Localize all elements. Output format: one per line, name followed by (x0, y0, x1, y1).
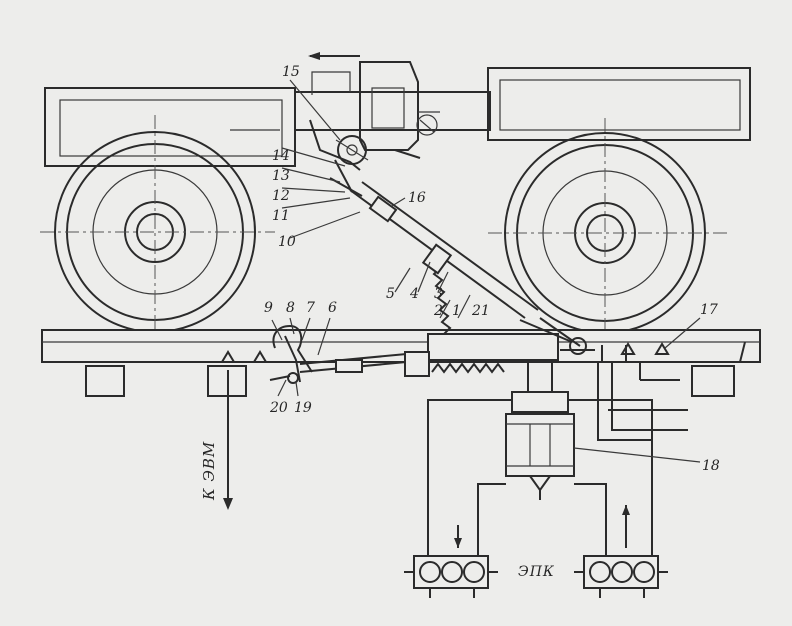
left-axlebox-housing (44, 87, 296, 167)
callout-5: 5 (386, 286, 395, 302)
right-wheel (488, 118, 730, 345)
callout-3: 3 (434, 286, 443, 302)
evm-label: К ЭВМ (200, 441, 218, 501)
callout-6: 6 (328, 300, 337, 316)
direction-arrow (308, 52, 360, 60)
right-axlebox-housing (487, 67, 751, 141)
upper-spring (421, 243, 453, 341)
rail-arrows (220, 342, 670, 363)
callout-9: 9 (264, 300, 273, 316)
rail (41, 329, 761, 397)
callout-8: 8 (286, 300, 295, 316)
callout-11: 11 (272, 208, 290, 224)
callout-16: 16 (408, 190, 426, 206)
callout-4: 4 (409, 286, 419, 302)
left-wheel (40, 115, 275, 345)
callout-7: 7 (306, 300, 315, 316)
callout-1: 1 (452, 303, 461, 319)
callout-14: 14 (272, 148, 290, 164)
right-valve-group (574, 505, 668, 598)
epk-label: ЭПК (518, 564, 555, 580)
leader-lines (271, 79, 701, 463)
evm-arrow (223, 370, 233, 510)
callout-15: 15 (282, 64, 300, 80)
callout-10: 10 (278, 234, 296, 250)
center-gear-housing (294, 61, 491, 171)
callout-2: 2 (433, 303, 443, 319)
callout-13: 13 (272, 168, 290, 184)
lower-lever-system (269, 317, 595, 384)
air-piping (427, 345, 688, 560)
callout-20: 20 (269, 400, 288, 416)
callout-17: 17 (700, 302, 718, 318)
callout-21: 21 (471, 303, 490, 319)
pneumatic-cylinder (505, 361, 575, 500)
callout-19: 19 (294, 400, 312, 416)
callout-18: 18 (702, 458, 720, 474)
callout-12: 12 (272, 188, 290, 204)
callout-numbers: 1 2 3 4 5 6 7 8 9 10 11 12 13 14 15 16 1… (264, 64, 720, 474)
left-valve-group (404, 525, 498, 598)
